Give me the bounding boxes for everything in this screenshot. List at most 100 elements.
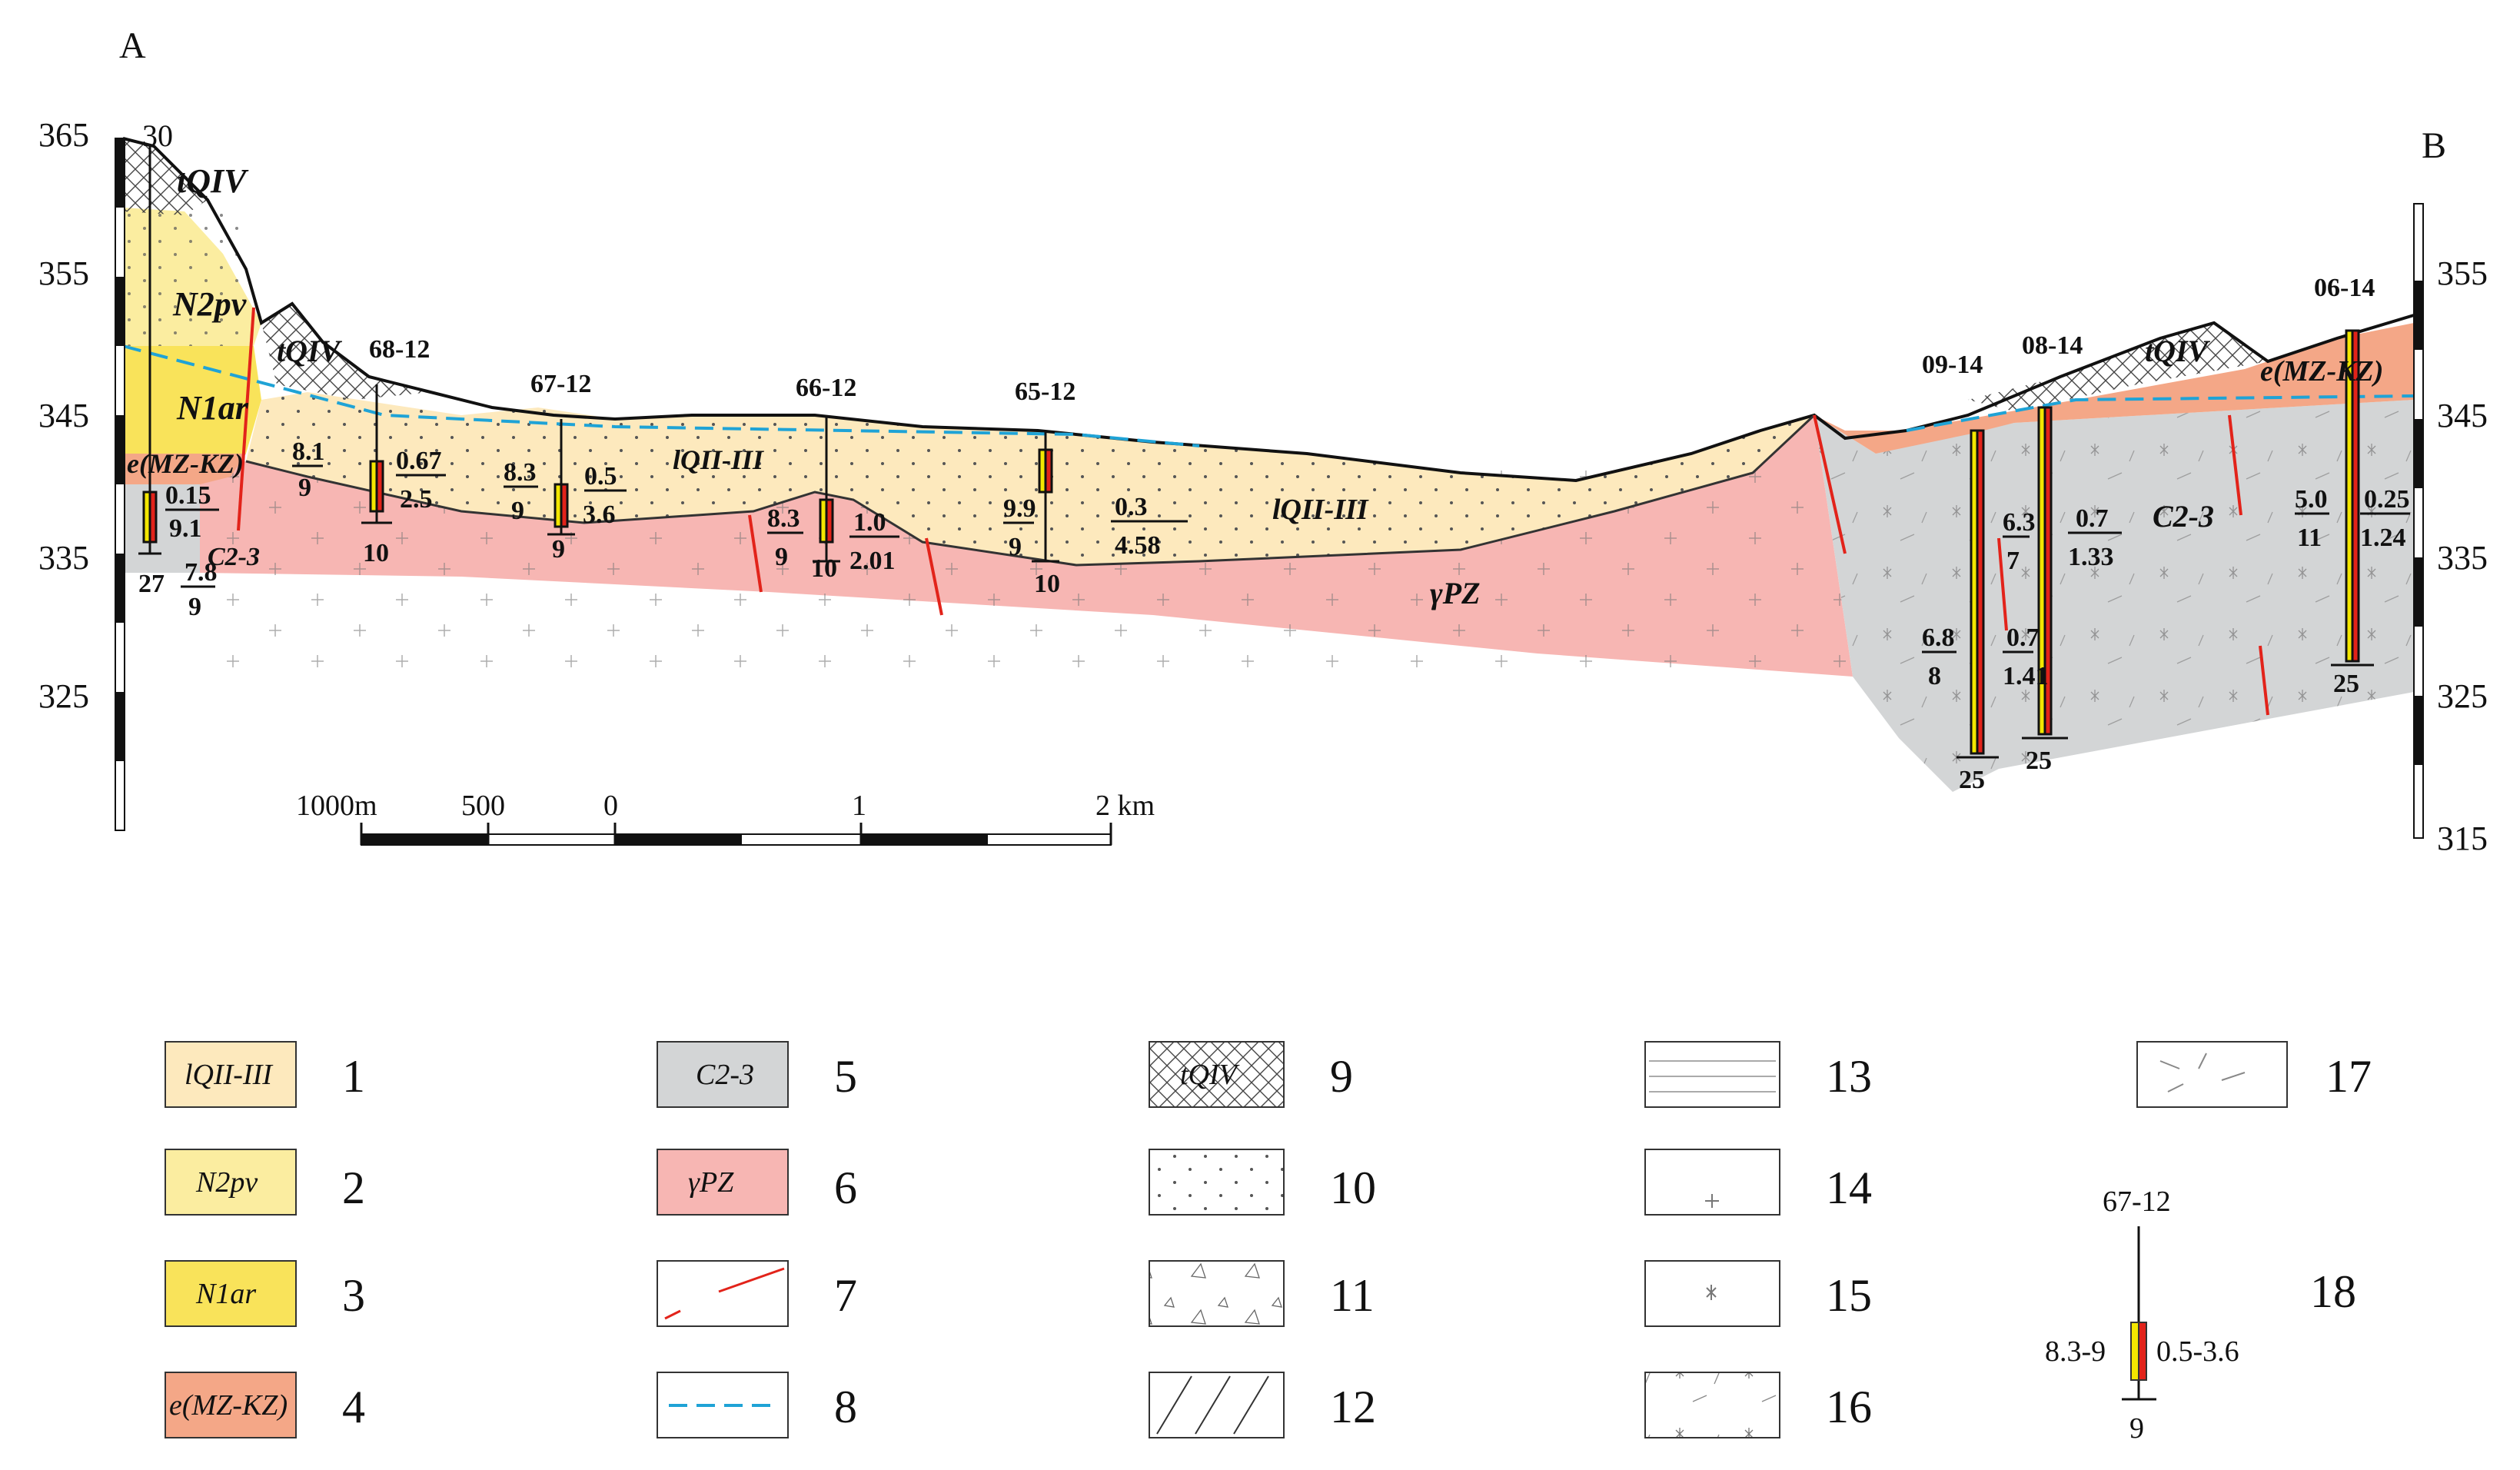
legend-num-10: 10 [1330,1162,1376,1213]
label-lq-1: lQII-III [673,444,765,475]
svg-text:9.1: 9.1 [169,514,202,543]
legend-num-14: 14 [1826,1162,1872,1213]
elev-right-3: 325 [2437,677,2488,715]
scale-label-3: 1 [852,790,866,822]
groundwater-level [122,344,1200,447]
legend18-left: 8.3-9 [2045,1335,2106,1368]
elev-left-1: 355 [38,254,89,292]
legend-tag-1: lQII-III [185,1059,274,1091]
svg-text:10: 10 [811,554,837,583]
svg-text:27: 27 [138,570,165,598]
legend-tag-3: N1ar [195,1278,256,1310]
label-c-left: C2-3 [208,543,260,571]
unit-n2pv-texture [123,211,238,346]
legend-num-8: 8 [834,1382,857,1432]
svg-text:9: 9 [298,474,311,502]
label-e-left: e(MZ-KZ) [127,448,244,479]
svg-text:7: 7 [2006,547,2020,575]
legend-num-5: 5 [834,1051,857,1102]
legend-num-6: 6 [834,1162,857,1213]
legend-num-2: 2 [342,1162,365,1213]
svg-text:5.0: 5.0 [2295,485,2328,514]
svg-text:25: 25 [1959,766,1985,794]
svg-text:0.7: 0.7 [2006,624,2040,652]
label-n1ar: N1ar [176,389,249,427]
scale-label-2: 0 [603,790,618,822]
section-end-label: B [2422,125,2446,166]
well-id-67-12: 67-12 [530,370,591,398]
legend-num-4: 4 [342,1382,365,1432]
svg-text:0.15: 0.15 [165,481,211,510]
well-values: 0.159.1 27 7.89 8.19 0.672.5 10 8.39 0.5… [138,437,2410,794]
legend-tag-2: N2pv [195,1166,258,1199]
well-id-66-12: 66-12 [796,374,856,402]
legend18-right: 0.5-3.6 [2156,1335,2239,1368]
legend-num-11: 11 [1330,1270,1375,1321]
svg-text:2.01: 2.01 [849,547,896,575]
legend-num-16: 16 [1826,1382,1872,1432]
label-e-right: e(MZ-KZ) [2260,355,2383,387]
svg-text:9: 9 [552,535,565,564]
svg-text:0.67: 0.67 [396,447,442,475]
svg-text:6.3: 6.3 [2003,508,2036,537]
unit-c-left [123,465,200,573]
svg-text:8.3: 8.3 [767,504,800,533]
legend-num-7: 7 [834,1270,857,1321]
scale-label-4: 2 km [1095,790,1155,822]
scale-label-0: 1000m [296,790,377,822]
elevation-bar-right [2413,203,2424,839]
svg-text:1.24: 1.24 [2360,524,2406,552]
svg-text:8.3: 8.3 [504,458,537,487]
unit-tq-top [123,138,208,215]
legend-num-13: 13 [1826,1051,1872,1102]
faults [237,307,2269,716]
label-n2pv: N2pv [172,285,247,323]
svg-text:10: 10 [363,539,389,567]
elev-right-0: 355 [2437,254,2488,292]
elev-left-0: 365 [38,116,89,154]
well-id-08-14: 08-14 [2022,331,2083,360]
svg-text:3.6: 3.6 [583,501,616,529]
legend-num-12: 12 [1330,1382,1376,1432]
svg-text:8: 8 [1928,662,1941,690]
svg-text:4.58: 4.58 [1115,531,1161,560]
label-tq-top: tQIV [177,162,249,200]
elev-right-1: 345 [2437,397,2488,434]
svg-text:0.5: 0.5 [584,462,617,491]
well-id-06-14: 06-14 [2314,274,2375,302]
elev-right-4: 315 [2437,820,2488,857]
well-id-30: 30 [142,118,173,153]
svg-text:1.0: 1.0 [853,508,886,537]
elevation-bar-left [115,138,125,831]
legend18-depth: 9 [2129,1412,2144,1445]
unit-tq-right [1968,323,2268,411]
svg-text:11: 11 [2297,524,2322,552]
legend-num-17: 17 [2326,1051,2372,1102]
elev-left-4: 325 [38,677,89,715]
elev-left-3: 335 [38,539,89,577]
label-lq-2: lQII-III [1272,494,1369,526]
groundwater-level-right [1906,394,2415,432]
label-gpz: γPZ [1430,576,1481,610]
unit-n1ar [123,346,261,454]
svg-text:7.8: 7.8 [185,558,218,587]
legend-tag-5: C2-3 [696,1059,754,1091]
svg-text:0.7: 0.7 [2076,504,2109,533]
unit-tq-small [261,304,431,400]
svg-text:9: 9 [511,497,524,525]
svg-text:1.33: 1.33 [2068,543,2114,571]
svg-text:10: 10 [1034,570,1060,598]
svg-text:9: 9 [1009,533,1022,561]
unit-lq-texture [246,392,1814,565]
svg-text:0.3: 0.3 [1115,493,1148,521]
contact-line [245,414,1816,567]
svg-text:8.1: 8.1 [292,437,325,466]
legend-num-15: 15 [1826,1270,1872,1321]
elev-right-2: 335 [2437,539,2488,577]
well-id-65-12: 65-12 [1015,377,1075,406]
label-tq-right: tQIV [2145,334,2211,368]
svg-text:25: 25 [2333,670,2359,698]
svg-text:9: 9 [188,593,201,621]
scale-label-1: 500 [461,790,505,822]
